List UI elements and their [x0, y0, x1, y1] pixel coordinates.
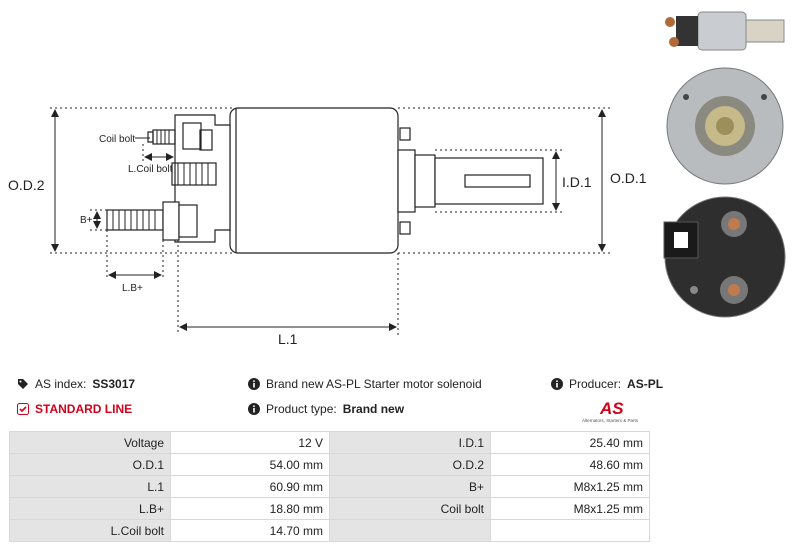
l-coil-bolt-label: L.Coil bolt — [128, 164, 173, 175]
product-type-label: Product type: — [266, 402, 337, 416]
standard-line: STANDARD LINE — [17, 402, 132, 416]
description-text: Brand new AS-PL Starter motor solenoid — [266, 377, 482, 391]
product-type: Product type: Brand new — [248, 402, 404, 416]
tag-icon — [18, 379, 28, 389]
as-index: AS index: SS3017 — [17, 377, 135, 391]
product-type-value: Brand new — [342, 402, 405, 416]
as-index-value: SS3017 — [92, 377, 136, 391]
spec-key-cell: L.B+ — [9, 497, 171, 520]
spec-value-cell: 18.80 mm — [170, 497, 330, 520]
as-index-label: AS index: — [35, 377, 87, 391]
coil-bolt-label: Coil bolt — [99, 134, 135, 145]
producer-label: Producer: — [569, 377, 622, 391]
technical-drawing: O.D.2 O.D.1 I.D.1 Coil bolt L.Coil bolt … — [8, 107, 647, 347]
spec-value-cell: 48.60 mm — [490, 453, 650, 476]
producer-value: AS-PL — [627, 377, 664, 391]
product-photo-side — [665, 11, 785, 51]
info-icon — [248, 378, 260, 390]
standard-line-label: STANDARD LINE — [35, 402, 133, 416]
info-icon — [248, 403, 260, 415]
b-plus-label: B+ — [80, 215, 93, 226]
spec-key-cell: B+ — [329, 475, 491, 498]
spec-key-cell: Coil bolt — [329, 497, 491, 520]
spec-value-cell: M8x1.25 mm — [490, 475, 650, 498]
product-photo-rear — [663, 196, 786, 318]
product-photo-front — [666, 67, 784, 185]
od2-label: O.D.2 — [8, 177, 45, 193]
od1-label: O.D.1 — [610, 170, 647, 186]
logo-text: AS — [599, 399, 624, 418]
as-pl-logo: AS Alternators, Starters & Parts — [582, 399, 639, 423]
spec-key-cell: L.Coil bolt — [9, 519, 171, 542]
spec-key-cell: L.1 — [9, 475, 171, 498]
spec-value-cell: M8x1.25 mm — [490, 497, 650, 520]
spec-key-cell: O.D.2 — [329, 453, 491, 476]
spec-value-cell: 25.40 mm — [490, 431, 650, 454]
spec-value-cell — [490, 519, 650, 542]
spec-key-cell: O.D.1 — [9, 453, 171, 476]
spec-value-cell: 14.70 mm — [170, 519, 330, 542]
lb-plus-label: L.B+ — [122, 283, 143, 294]
description: Brand new AS-PL Starter motor solenoid — [248, 377, 482, 391]
producer: Producer: AS-PL — [551, 377, 663, 391]
spec-value-cell: 12 V — [170, 431, 330, 454]
spec-key-cell: I.D.1 — [329, 431, 491, 454]
check-square-icon — [17, 403, 29, 415]
spec-value-cell: 60.90 mm — [170, 475, 330, 498]
info-icon — [551, 378, 563, 390]
spec-value-cell: 54.00 mm — [170, 453, 330, 476]
spec-key-cell: Voltage — [9, 431, 171, 454]
id1-label: I.D.1 — [562, 174, 592, 190]
spec-key-cell — [329, 519, 491, 542]
l1-label: L.1 — [278, 331, 298, 347]
logo-subtext: Alternators, Starters & Parts — [582, 418, 639, 423]
